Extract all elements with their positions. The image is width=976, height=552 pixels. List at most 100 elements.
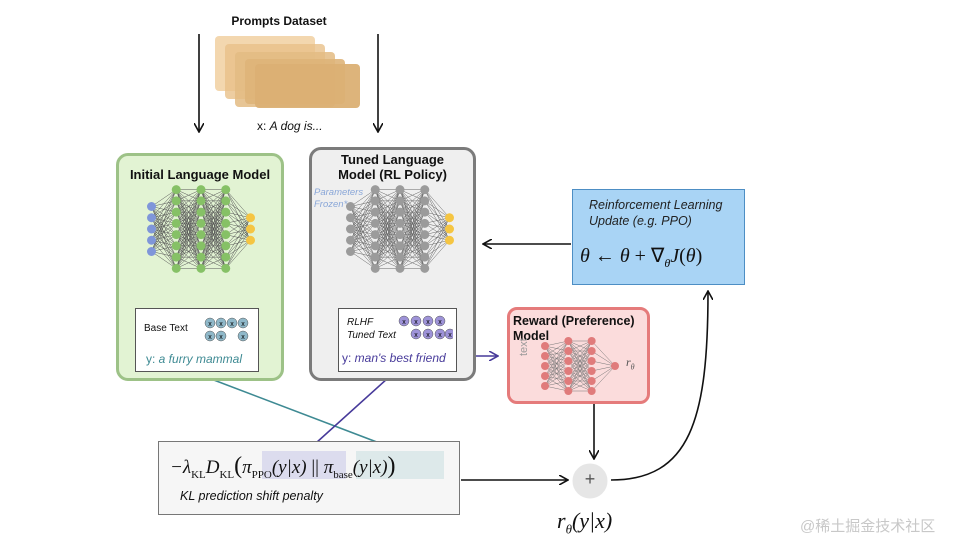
network-node: [147, 224, 156, 234]
sum-node-symbol: +: [584, 469, 596, 489]
network-edge: [176, 189, 202, 246]
network-node: [395, 196, 405, 206]
network-edge: [424, 217, 450, 258]
tuned-output-text: man's best friend: [354, 351, 446, 365]
network-node: [420, 252, 430, 262]
network-edge: [568, 340, 592, 382]
network-node: [395, 263, 405, 273]
frozen-note-line2: Frozen*: [314, 199, 348, 210]
token-label: x: [208, 321, 212, 328]
network-edge: [225, 240, 251, 269]
network-edge: [399, 189, 425, 246]
network-edge: [375, 189, 401, 246]
network-edge: [375, 245, 401, 269]
network-edge: [151, 189, 177, 241]
network-node: [370, 263, 380, 273]
eq-close: ): [695, 245, 703, 267]
kl-pi-ppo: π: [242, 457, 252, 478]
kl-base-sub: base: [333, 468, 353, 481]
network-node: [370, 207, 380, 217]
rlhf-text-label-line1: RLHF: [347, 317, 374, 328]
network-edge: [424, 228, 450, 269]
token-icon: x: [204, 330, 216, 342]
token-label: x: [438, 332, 442, 339]
network-edge: [151, 251, 177, 269]
network-node: [420, 207, 430, 217]
network-node: [587, 367, 596, 375]
token-icon: x: [237, 317, 249, 329]
token-icon: x: [237, 330, 249, 342]
network-node: [541, 352, 549, 360]
reward-model-title: Reward (Preference) Model: [513, 314, 635, 344]
network-node: [196, 207, 206, 217]
token-label: x: [219, 321, 223, 328]
tuned-model-title-line1: Tuned Language: [340, 152, 445, 167]
network-node: [246, 235, 255, 245]
network-node: [221, 230, 231, 240]
network-edge: [200, 256, 226, 269]
network-node: [221, 185, 231, 195]
token-icon: x: [215, 317, 227, 329]
arrow-base-to-kl: [197, 373, 403, 452]
kl-D-sub: KL: [219, 468, 235, 481]
network-edge: [375, 234, 401, 269]
network-node: [246, 224, 255, 234]
network-edge: [225, 217, 251, 258]
network-edge: [176, 189, 202, 269]
network-edge: [424, 217, 450, 269]
network-node: [346, 213, 355, 223]
reward-formula-args: (y|x): [571, 508, 613, 533]
prompt-example-prefix: x:: [257, 119, 270, 133]
tuned-output-prefix: y:: [342, 351, 355, 365]
token-label: x: [402, 319, 406, 326]
network-node: [171, 207, 181, 217]
network-edge: [225, 228, 251, 269]
network-edge: [151, 189, 177, 230]
network-edge: [544, 360, 569, 387]
token-label: x: [438, 319, 442, 326]
token-label: x: [426, 319, 430, 326]
network-edge: [568, 350, 592, 392]
network-node: [611, 362, 619, 370]
base-output-text: a furry mammal: [158, 352, 243, 366]
network-node: [147, 202, 156, 211]
network-edge: [350, 234, 376, 252]
network-edge: [225, 217, 251, 247]
token-label: x: [241, 321, 245, 328]
network-edge: [568, 380, 592, 392]
kl-highlight-ppo: [262, 451, 346, 479]
reward-input-label: text: [518, 338, 530, 356]
tuned-model-title: Tuned Language Model (RL Policy): [309, 152, 476, 182]
reward-model-title-line2: Model: [513, 329, 550, 343]
network-node: [196, 230, 206, 240]
network-edge: [399, 223, 425, 269]
rl-update-equation: θ ← θ + ∇θJ(θ): [580, 243, 702, 271]
network-edge: [350, 251, 376, 269]
network-node: [395, 241, 405, 251]
network-node: [541, 382, 549, 390]
network-node: [395, 207, 405, 217]
arrow-sum-to-rl-update: [610, 292, 708, 481]
token-label: x: [414, 332, 418, 339]
network-node: [346, 247, 355, 256]
network-node: [541, 362, 549, 370]
initial-model-title: Initial Language Model: [129, 167, 271, 182]
reward-output-formula: rθ(y|x): [557, 508, 612, 537]
network-edge: [350, 189, 376, 218]
network-edge: [225, 217, 251, 269]
token-icon: x: [444, 328, 453, 340]
token-label: x: [414, 319, 418, 326]
network-edge: [200, 189, 226, 235]
network-node: [564, 367, 573, 375]
network-node: [171, 252, 181, 262]
frozen-note-line1: Parameters: [314, 187, 364, 198]
token-label: x: [426, 332, 430, 339]
network-edge: [176, 223, 202, 269]
eq-open: (: [679, 245, 686, 267]
network-edge: [399, 189, 425, 224]
network-edge: [151, 189, 177, 207]
network-node: [587, 377, 596, 385]
network-edge: [200, 189, 226, 224]
network-edge: [151, 234, 177, 252]
